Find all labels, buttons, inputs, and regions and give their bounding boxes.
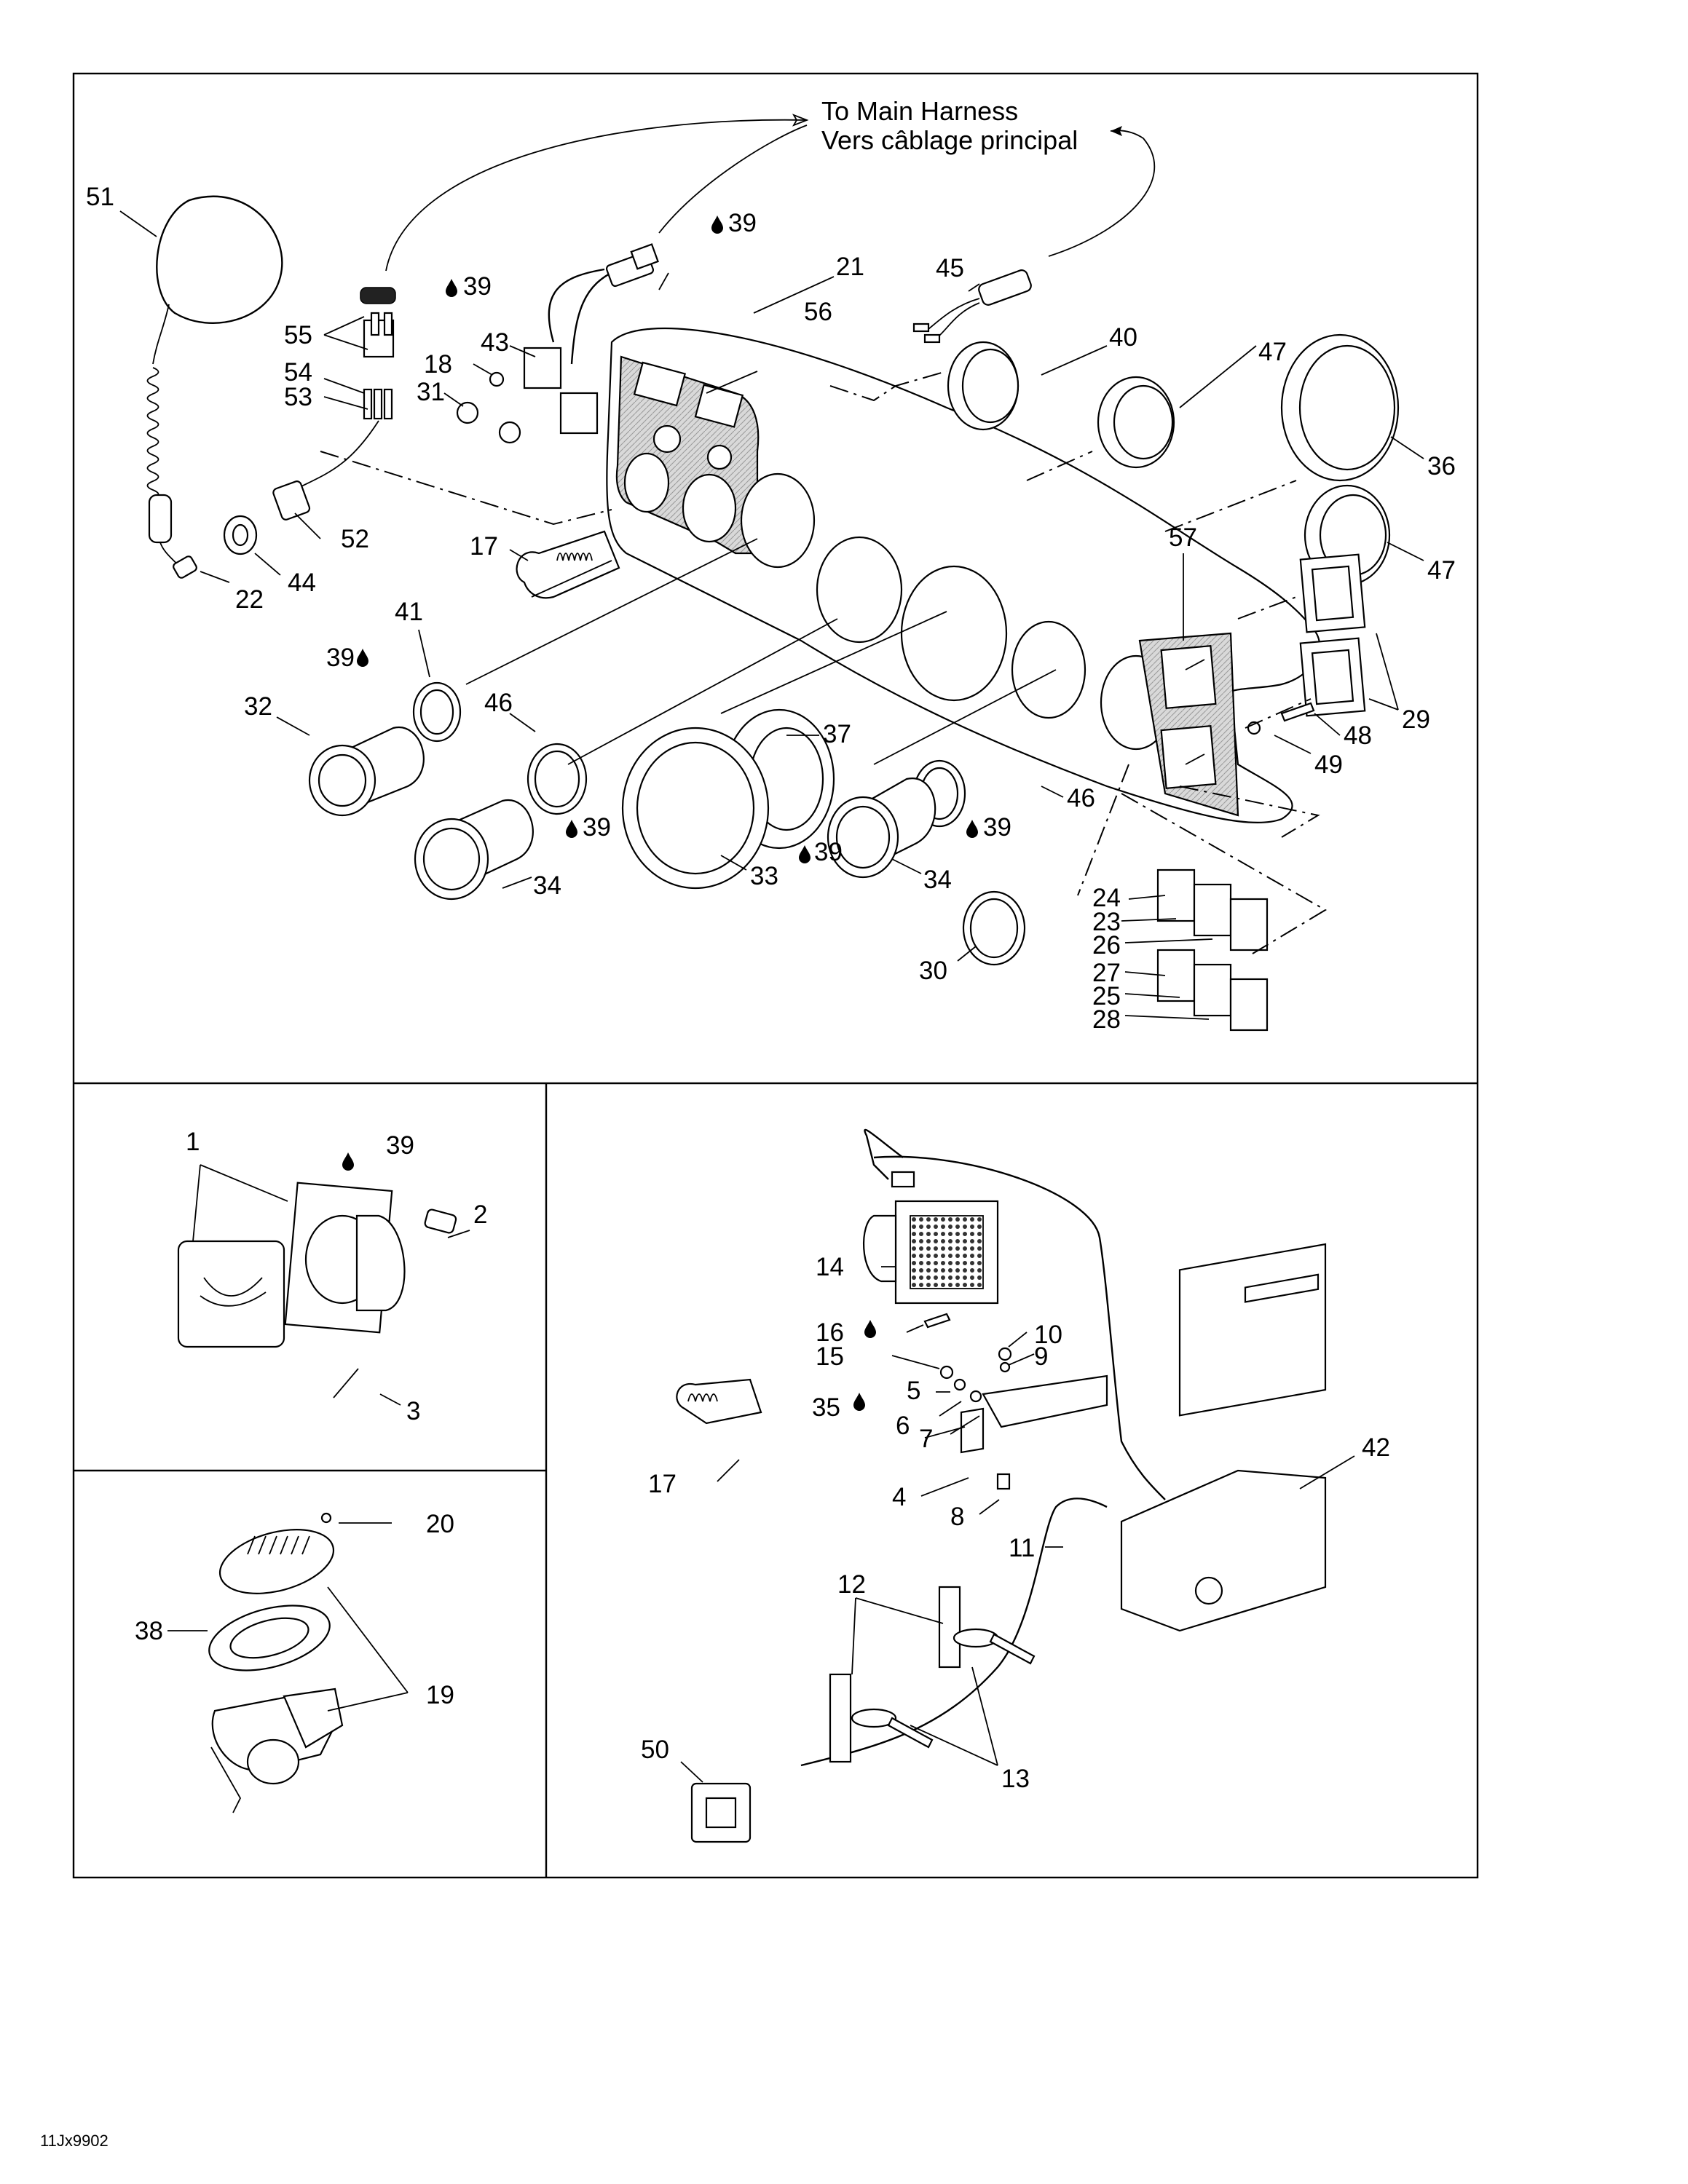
callout-51: 51 (86, 183, 114, 211)
callout-9: 9 (1034, 1342, 1048, 1371)
callout-18: 18 (424, 350, 452, 379)
callout-41: 41 (395, 598, 423, 626)
callout-53: 53 (284, 383, 312, 411)
callout-27: 27 (1092, 959, 1121, 987)
callout-5: 5 (907, 1377, 920, 1405)
callout-49: 49 (1314, 751, 1343, 779)
callout-33: 33 (750, 862, 778, 890)
callout-17: 17 (470, 532, 498, 561)
harness-note-line1: To Main Harness (821, 96, 1018, 126)
callout-39: 39 (983, 813, 1011, 842)
leader-lines (119, 210, 1424, 1783)
callout-30: 30 (919, 957, 947, 985)
drop-icon (799, 845, 811, 863)
callout-4: 4 (892, 1483, 906, 1511)
callout-24: 24 (1092, 884, 1121, 912)
callout-3: 3 (406, 1397, 420, 1425)
drop-icon (966, 820, 978, 838)
callout-43: 43 (481, 328, 509, 357)
callout-16: 16 (816, 1318, 844, 1347)
callout-17: 17 (648, 1470, 677, 1498)
drawing-code: 11Jx9902 (40, 2132, 109, 2150)
audio-assembly (676, 1128, 1327, 1843)
callout-14: 14 (816, 1253, 844, 1281)
callout-22: 22 (235, 585, 264, 614)
rocker-switches (1156, 869, 1269, 1032)
callout-37: 37 (823, 720, 851, 748)
callout-56: 56 (804, 298, 832, 326)
accessory-outlet-top (516, 530, 620, 599)
callout-48: 48 (1344, 721, 1372, 750)
frame-lines (72, 72, 1479, 1879)
callout-8: 8 (950, 1503, 964, 1531)
callout-45: 45 (936, 254, 964, 282)
callout-21: 21 (836, 253, 864, 281)
callout-46: 46 (484, 689, 513, 717)
callout-13: 13 (1001, 1765, 1030, 1793)
callout-32: 32 (244, 692, 272, 721)
callout-25: 25 (1092, 982, 1121, 1010)
callout-39: 39 (463, 272, 492, 301)
callout-44: 44 (288, 569, 316, 597)
horn-assembly (208, 1512, 344, 1813)
callout-57: 57 (1169, 523, 1197, 552)
callout-28: 28 (1092, 1005, 1121, 1034)
callout-39: 39 (386, 1131, 414, 1160)
callout-11: 11 (1009, 1534, 1035, 1562)
callout-54: 54 (284, 358, 312, 387)
lanyard-assembly (146, 195, 396, 579)
callout-15: 15 (816, 1342, 844, 1371)
callout-50: 50 (641, 1736, 669, 1764)
drop-icon (711, 215, 723, 234)
callout-31: 31 (417, 378, 445, 406)
callout-39: 39 (326, 644, 355, 672)
drop-icon (446, 279, 457, 297)
callout-47: 47 (1258, 338, 1287, 366)
dashboard-panel (606, 327, 1321, 824)
drop-icon (357, 649, 368, 667)
bezel-rings (947, 333, 1400, 735)
callout-12: 12 (837, 1570, 866, 1599)
callout-52: 52 (341, 525, 369, 553)
callout-labels: 51 39 39 21 56 45 40 47 55 43 18 31 54 5… (86, 183, 1456, 1793)
callout-39: 39 (814, 838, 843, 866)
gauges (308, 681, 1026, 966)
harness-note: To Main Harness Vers câblage principal (385, 96, 1156, 272)
drop-icon (566, 820, 577, 838)
callout-7: 7 (919, 1425, 933, 1453)
callout-34: 34 (533, 871, 561, 900)
drop-icon (853, 1393, 865, 1411)
callout-46: 46 (1067, 784, 1095, 812)
callout-19: 19 (426, 1681, 454, 1709)
callout-2: 2 (473, 1200, 487, 1229)
callout-10: 10 (1034, 1321, 1062, 1349)
callout-23: 23 (1092, 908, 1121, 936)
drop-icon (864, 1320, 876, 1338)
callout-6: 6 (896, 1412, 910, 1440)
harness-note-line2: Vers câblage principal (821, 125, 1078, 155)
callout-40: 40 (1109, 323, 1137, 352)
routing-lines-top (320, 371, 1327, 954)
callout-29: 29 (1402, 705, 1430, 734)
vent-assembly (177, 1182, 457, 1398)
callout-26: 26 (1092, 931, 1121, 960)
callout-1: 1 (186, 1128, 200, 1156)
callout-36: 36 (1427, 452, 1456, 480)
callout-35: 35 (812, 1393, 840, 1422)
callout-34: 34 (923, 866, 952, 894)
switch-parts (456, 243, 1032, 444)
callout-39: 39 (583, 813, 611, 842)
callout-20: 20 (426, 1510, 454, 1538)
drop-icon (342, 1152, 354, 1171)
callout-47: 47 (1427, 556, 1456, 585)
callout-38: 38 (135, 1617, 163, 1645)
callout-39: 39 (728, 209, 757, 237)
callout-42: 42 (1362, 1433, 1390, 1462)
callout-55: 55 (284, 321, 312, 349)
